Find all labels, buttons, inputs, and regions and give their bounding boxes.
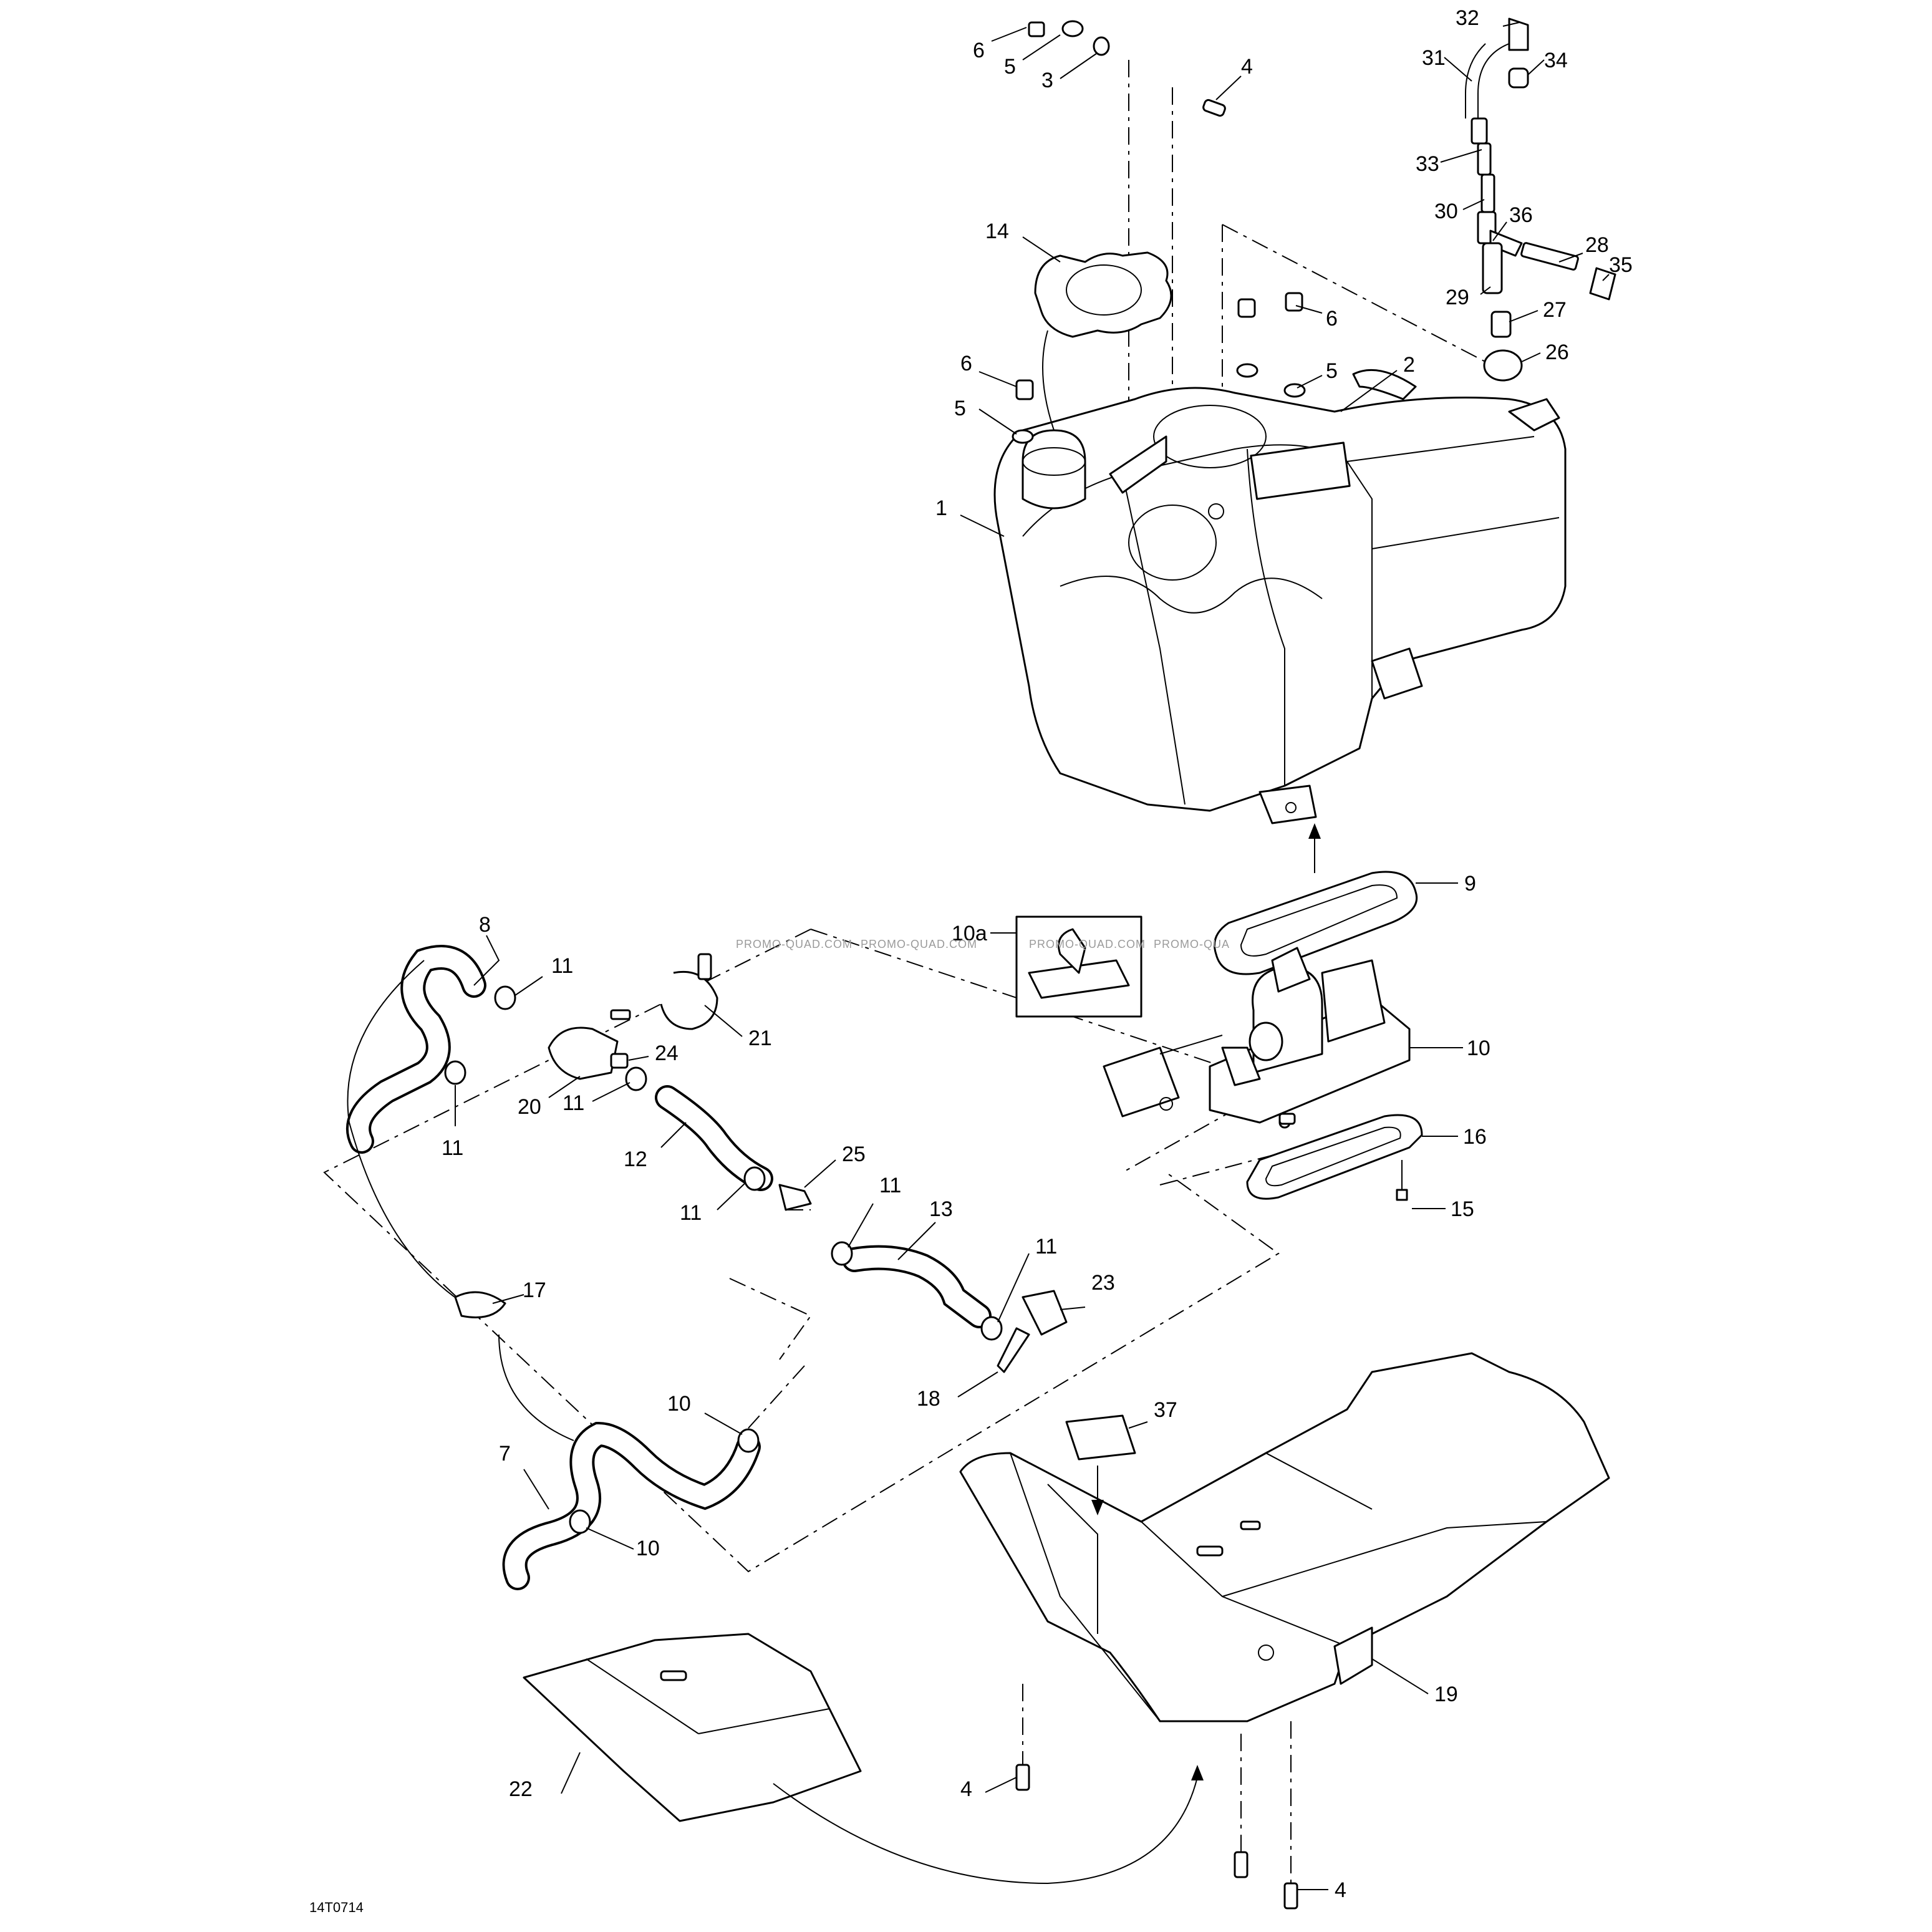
callout-10a: 10a: [952, 922, 987, 945]
callout-17: 15: [1451, 1197, 1474, 1221]
watermark: PROMO-QUAD.COM: [1029, 938, 1146, 950]
callout-23: 24: [655, 1041, 679, 1065]
filler-cap: [1034, 251, 1172, 431]
callout-25: 25: [842, 1142, 866, 1166]
heat-shield: [523, 1633, 1204, 1885]
clamps-and-fittings: [444, 953, 1068, 1534]
callout-10: 10: [1467, 1036, 1490, 1060]
callout-9: 9: [1464, 872, 1476, 896]
callout-11: 11: [1035, 1235, 1057, 1258]
callout-4: 4: [1335, 1878, 1346, 1902]
callout-11: 11: [551, 954, 573, 978]
pump-detail-inset: [1015, 915, 1142, 1018]
callout-6: 6: [960, 352, 972, 375]
callout-35: 35: [1609, 253, 1633, 277]
callout-31: 31: [1422, 46, 1446, 70]
callout-27: 27: [1543, 298, 1567, 322]
fuel-tank: [993, 387, 1567, 824]
bottom-bolts: [1015, 1684, 1298, 1910]
callout-33: 33: [1416, 152, 1439, 176]
callout-6: 6: [1326, 307, 1338, 331]
watermark: PROMO-QUA: [1154, 938, 1230, 950]
assembly-dashed-lines: [323, 60, 1510, 1573]
gasket-upper: [1214, 871, 1418, 975]
callout-34: 34: [1544, 49, 1568, 72]
callout-7: 7: [499, 1442, 511, 1466]
callout-19: 19: [1434, 1683, 1458, 1706]
callout-5: 5: [1326, 359, 1338, 383]
callout-5: 5: [1004, 55, 1016, 79]
vent-line-assembly: [1465, 17, 1616, 382]
callout-6: 6: [973, 39, 985, 62]
callout-20: 20: [518, 1095, 541, 1119]
callout-11: 11: [442, 1136, 463, 1160]
callout-30: 30: [1434, 200, 1458, 223]
watermarks: PROMO-QUAD.COM PROMO-QUAD.COM PROMO-QUAD…: [736, 938, 1230, 950]
callout-11: 11: [680, 1201, 702, 1225]
fuel-pump-module: [1103, 947, 1411, 1129]
install-arrow-tank: [1308, 823, 1321, 873]
callout-21: 21: [748, 1026, 772, 1050]
callout-15: 17: [523, 1278, 546, 1302]
callout-32: 32: [1456, 6, 1479, 30]
skid-plate: [959, 1352, 1610, 1722]
drawing-code: 14T0714: [309, 1900, 364, 1915]
callout-10: 10: [667, 1392, 691, 1416]
callout-8: 8: [479, 913, 491, 937]
callout-22: 22: [509, 1777, 533, 1801]
callout-37: 37: [1154, 1398, 1177, 1422]
tank-fasteners: [1012, 20, 1417, 444]
gasket-lower: [1246, 1113, 1423, 1201]
callout-12: 12: [624, 1147, 647, 1171]
callout-labels: 6 5 3 4 14 6 5 1 6 5 2 32 31 34 33 30 36…: [442, 6, 1633, 1902]
callout-5: 5: [954, 397, 966, 420]
callout-16: 18: [917, 1387, 940, 1411]
callout-29: 29: [1446, 286, 1469, 309]
callout-26: 26: [1545, 341, 1569, 364]
leader-lines: [455, 22, 1610, 1890]
callout-13: 13: [929, 1197, 953, 1221]
callout-4: 4: [960, 1777, 972, 1801]
callout-10: 10: [636, 1537, 660, 1560]
callout-11: 11: [879, 1174, 901, 1197]
callout-3: 3: [1041, 69, 1053, 92]
callout-36: 36: [1509, 203, 1533, 227]
callout-24: 23: [1091, 1271, 1115, 1295]
callout-28: 28: [1585, 233, 1609, 257]
watermark: PROMO-QUAD.COM: [861, 938, 977, 950]
callout-2: 2: [1403, 353, 1415, 377]
callout-14: 14: [985, 220, 1009, 243]
fuel-hoses: [346, 945, 992, 1590]
callout-18: 16: [1463, 1125, 1487, 1149]
watermark: PROMO-QUAD.COM: [736, 938, 852, 950]
rubber-block: [1065, 1414, 1136, 1515]
callout-11: 11: [563, 1091, 584, 1115]
callout-1: 1: [935, 496, 947, 520]
callout-4: 4: [1241, 55, 1253, 79]
